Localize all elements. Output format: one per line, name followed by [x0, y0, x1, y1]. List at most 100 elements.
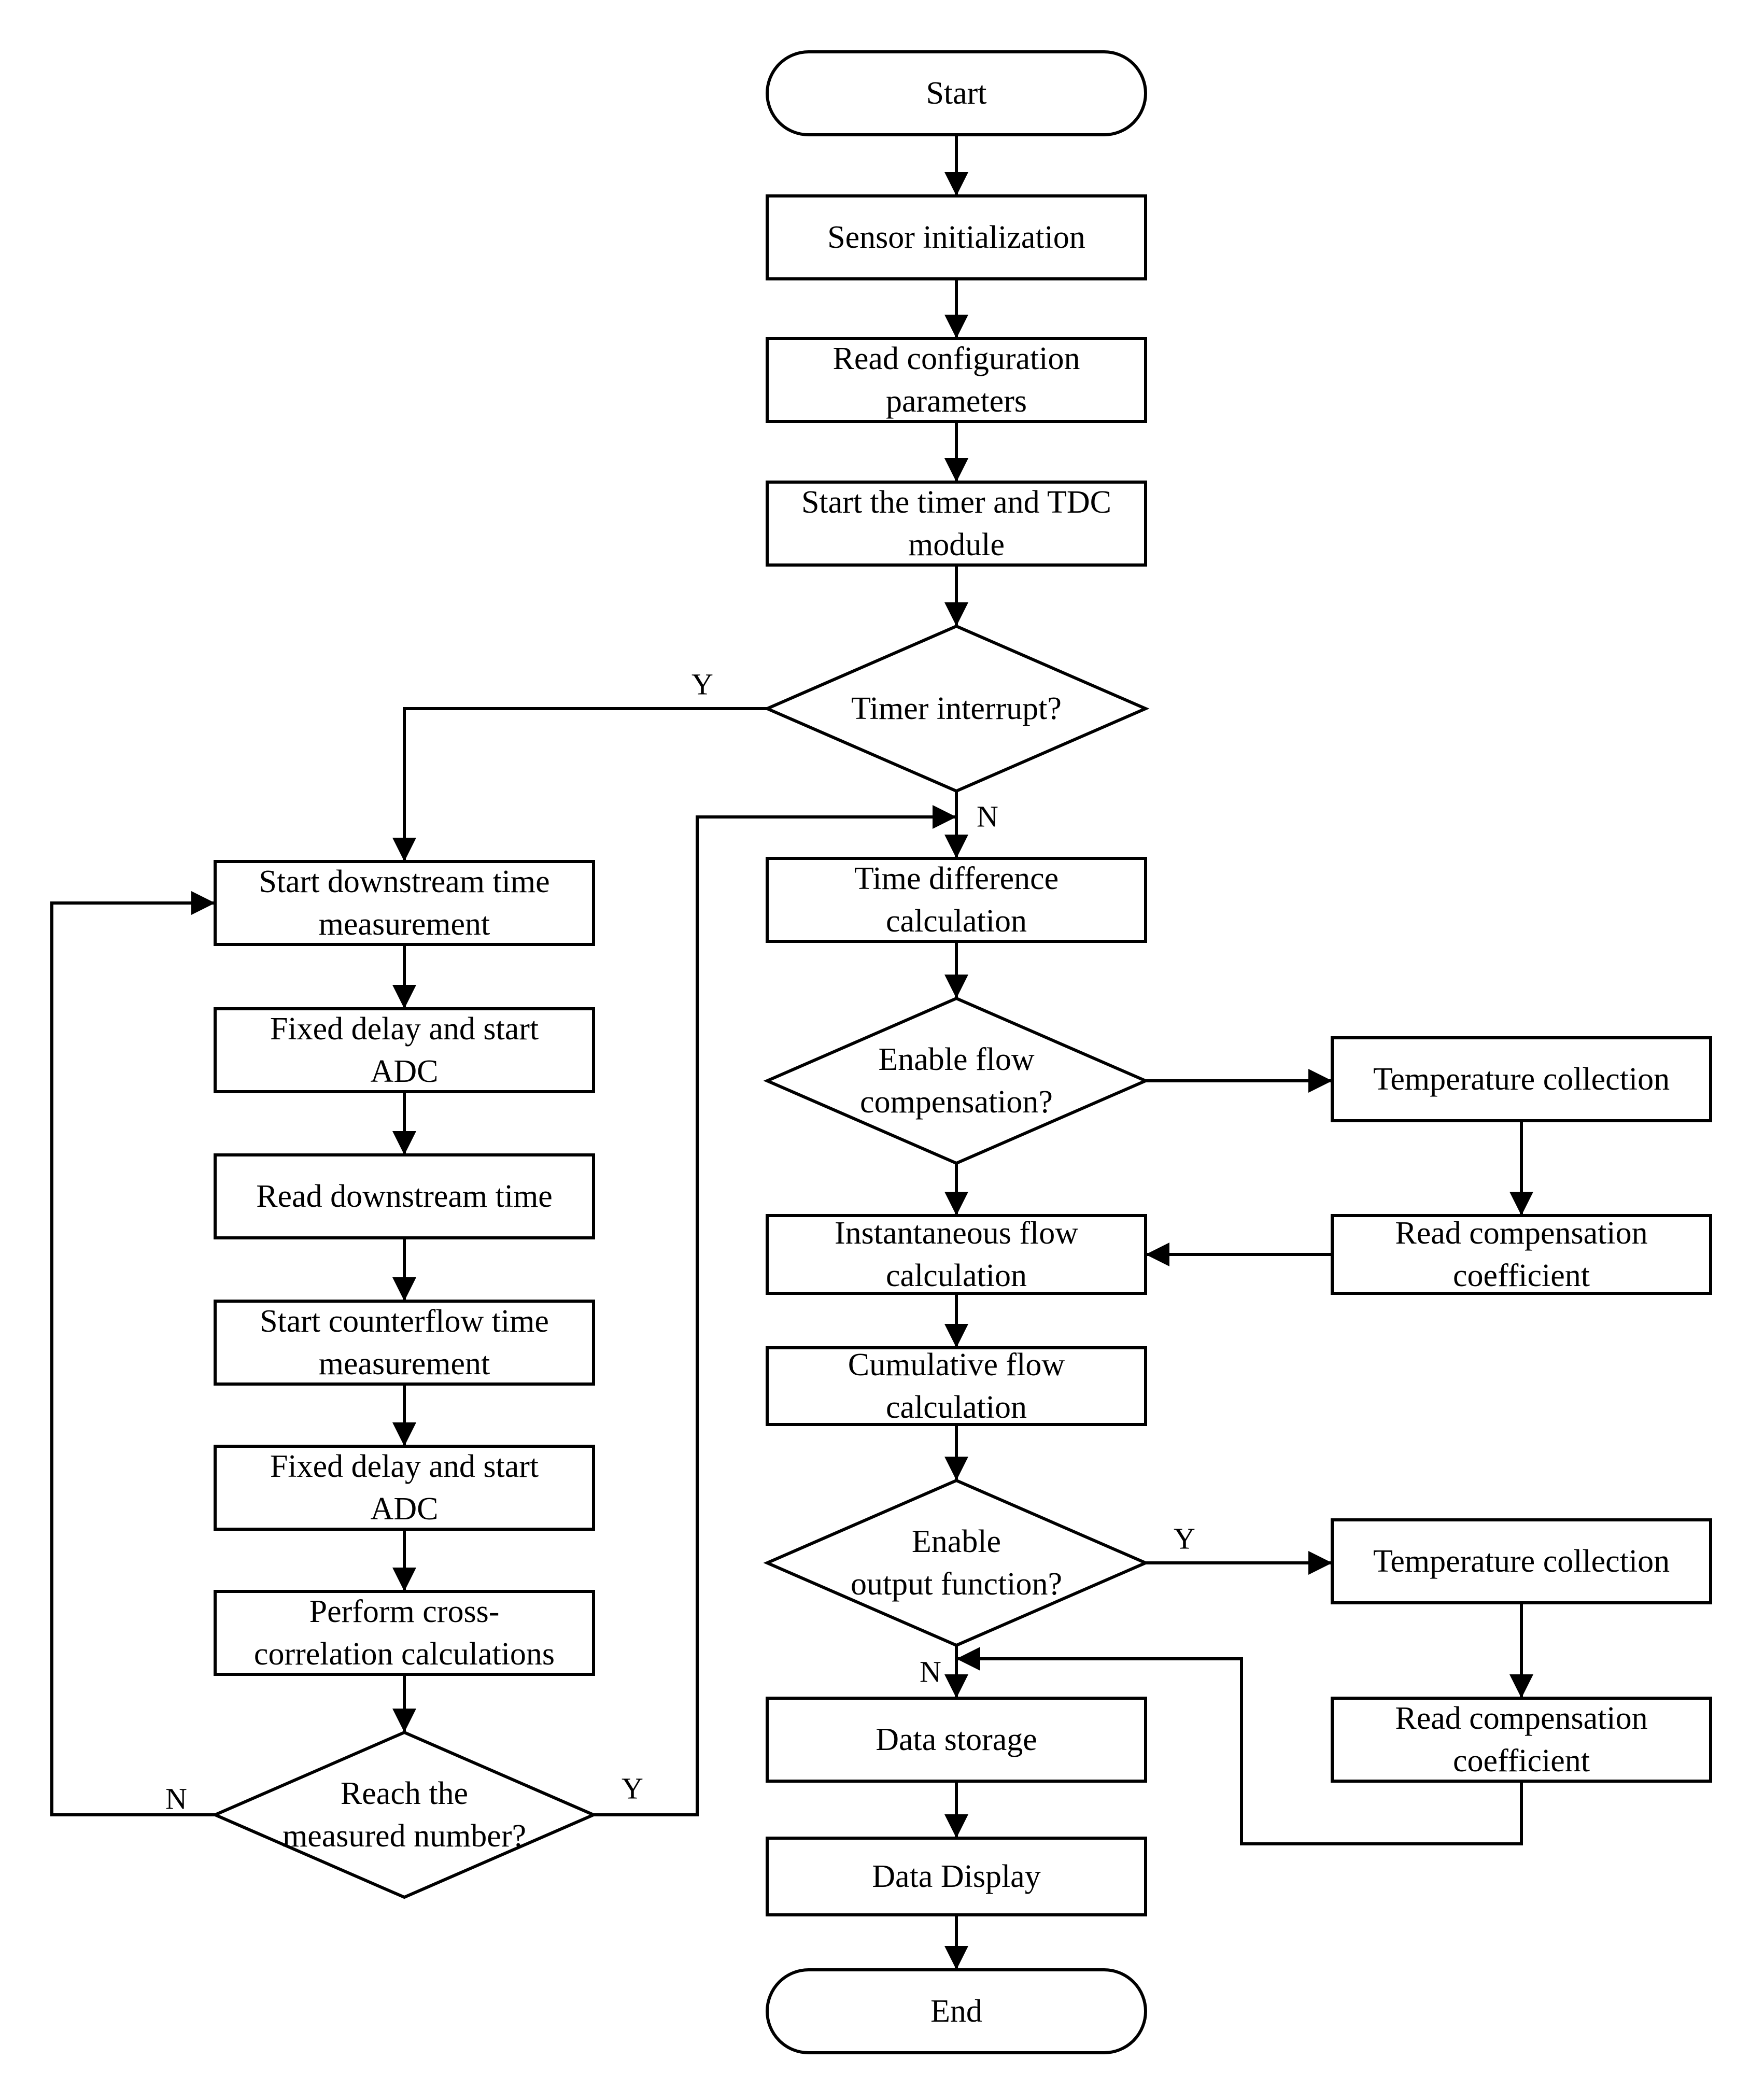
process-box — [214, 1445, 595, 1531]
branch-label: Y — [692, 668, 713, 701]
node-label: calculation — [886, 1390, 1027, 1425]
node-read-config: Read configuration parameters — [766, 337, 1147, 423]
node-read-downstream: Read downstream time — [214, 1153, 595, 1239]
process-box — [766, 1346, 1147, 1426]
process-box — [766, 194, 1147, 280]
node-enable-compensation: Enable flow compensation? — [763, 996, 1150, 1165]
node-start: Start — [766, 50, 1147, 136]
process-box — [214, 1153, 595, 1239]
node-label: Start — [926, 76, 986, 111]
branch-label: Y — [622, 1772, 643, 1805]
node-label: Read downstream time — [256, 1179, 553, 1214]
node-label: Read configuration — [833, 341, 1080, 376]
branch-label: N — [920, 1655, 941, 1689]
node-label: correlation calculations — [254, 1636, 555, 1672]
node-read-coefficient-2: Read compensation coefficient — [1331, 1697, 1712, 1783]
node-label: Temperature collection — [1373, 1062, 1670, 1097]
node-label: output function? — [851, 1567, 1062, 1602]
node-label: coefficient — [1453, 1258, 1590, 1293]
node-label: Start counterflow time — [260, 1304, 549, 1339]
process-box — [766, 1837, 1147, 1916]
node-label: Fixed delay and start — [270, 1449, 539, 1484]
node-label: calculation — [886, 904, 1027, 939]
node-label: Timer interrupt? — [851, 691, 1062, 726]
connectors — [50, 135, 1533, 1970]
node-reach-number: Reach the measured number? — [211, 1730, 598, 1899]
process-box — [214, 1007, 595, 1093]
process-box — [1331, 1214, 1712, 1295]
node-label: Data Display — [872, 1859, 1040, 1894]
decision-diamond — [211, 1730, 598, 1899]
node-label: End — [930, 1994, 982, 2029]
node-start-downstream: Start downstream time measurement — [214, 860, 595, 946]
node-label: Sensor initialization — [827, 220, 1085, 255]
connector-reach-number-to-start-downstream — [50, 891, 215, 1816]
process-box — [1331, 1518, 1712, 1604]
decision-diamond — [763, 624, 1150, 793]
node-label: Temperature collection — [1373, 1544, 1670, 1579]
node-read-coefficient-1: Read compensation coefficient — [1331, 1214, 1712, 1295]
node-label: Data storage — [876, 1722, 1037, 1757]
node-label: ADC — [371, 1491, 439, 1527]
node-label: coefficient — [1453, 1743, 1590, 1779]
process-box — [1331, 1697, 1712, 1783]
process-box — [766, 1214, 1147, 1295]
node-label: ADC — [371, 1054, 439, 1089]
node-start-counterflow: Start counterflow time measurement — [214, 1300, 595, 1386]
node-end: End — [766, 1968, 1147, 2054]
node-data-display: Data Display — [766, 1837, 1147, 1916]
terminal-shape — [766, 50, 1147, 136]
node-label: Enable flow — [878, 1042, 1035, 1077]
process-box — [214, 1590, 595, 1676]
node-data-storage: Data storage — [766, 1697, 1147, 1783]
branch-label: Y — [1174, 1522, 1195, 1556]
node-label: measurement — [319, 907, 490, 942]
node-instantaneous-flow: Instantaneous flow calculation — [766, 1214, 1147, 1295]
node-label: Perform cross- — [309, 1594, 500, 1629]
node-temp-collection-2: Temperature collection — [1331, 1518, 1712, 1604]
node-label: Fixed delay and start — [270, 1011, 539, 1047]
decision-diamond — [763, 996, 1150, 1165]
process-box — [766, 481, 1147, 567]
connector-timer-interrupt-to-start-downstream — [392, 707, 767, 862]
process-box — [766, 337, 1147, 423]
node-label: Start the timer and TDC — [801, 485, 1111, 520]
node-label: Cumulative flow — [848, 1347, 1065, 1382]
node-cross-correlation: Perform cross-correlation calculations — [214, 1590, 595, 1676]
node-label: Enable — [912, 1524, 1001, 1559]
process-box — [766, 857, 1147, 943]
node-label: compensation? — [860, 1084, 1053, 1120]
node-label: Start downstream time — [259, 864, 549, 899]
node-enable-output: Enable output function? — [763, 1478, 1150, 1647]
connector-labels: Y N N Y Y N — [165, 668, 1195, 1816]
node-start-timer: Start the timer and TDC module — [766, 481, 1147, 567]
connector-reach-number-to-time-difference — [594, 805, 956, 1816]
node-cumulative-flow: Cumulative flow calculation — [766, 1346, 1147, 1426]
node-time-difference: Time difference calculation — [766, 857, 1147, 943]
node-label: Reach the — [341, 1776, 468, 1811]
node-timer-interrupt: Timer interrupt? — [763, 624, 1150, 793]
terminal-shape — [766, 1968, 1147, 2054]
node-temp-collection-1: Temperature collection — [1331, 1036, 1712, 1122]
process-box — [766, 1697, 1147, 1783]
node-label: parameters — [886, 384, 1027, 419]
node-label: measured number? — [283, 1818, 526, 1854]
branch-label: N — [977, 800, 998, 834]
node-label: Instantaneous flow — [835, 1216, 1078, 1251]
branch-label: N — [165, 1782, 187, 1816]
node-label: Time difference — [854, 861, 1059, 896]
process-box — [214, 1300, 595, 1386]
process-box — [214, 860, 595, 946]
node-label: Read compensation — [1395, 1216, 1647, 1251]
connector-read-coefficient-2-to-data-storage — [956, 1647, 1523, 1845]
node-label: module — [908, 527, 1005, 562]
node-label: measurement — [319, 1346, 490, 1381]
node-label: Read compensation — [1395, 1701, 1647, 1736]
node-sensor-init: Sensor initialization — [766, 194, 1147, 280]
node-label: calculation — [886, 1258, 1027, 1293]
process-box — [1331, 1036, 1712, 1122]
